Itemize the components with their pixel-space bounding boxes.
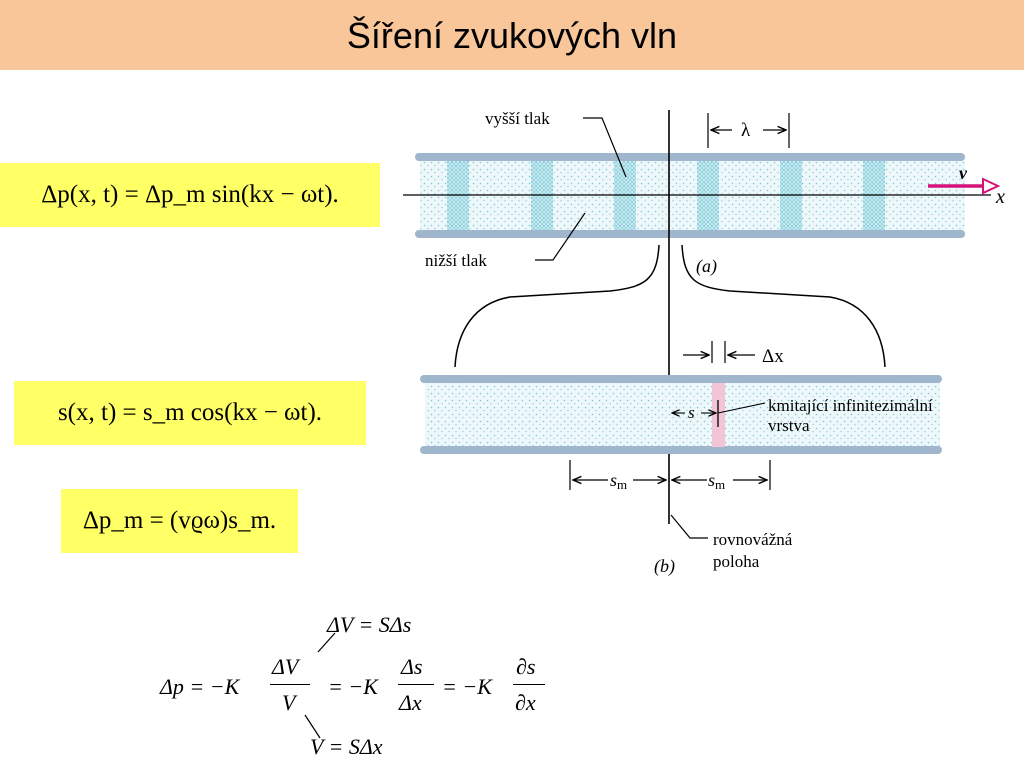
fraction3-bar: [513, 684, 545, 685]
panel-b-label: (b): [654, 556, 675, 577]
pressure-wave-equation: Δp(x, t) = Δp_m sin(kx − ωt).: [0, 163, 380, 227]
tube-wall-bottom: [415, 230, 965, 238]
tube-panel-b: [420, 375, 942, 454]
compression-band: [780, 160, 802, 233]
tube-wall-top: [415, 153, 965, 161]
compression-band: [447, 160, 469, 233]
compression-band: [697, 160, 719, 233]
amplitude-label-left: sm: [610, 470, 627, 492]
fraction2-numerator: Δs: [401, 654, 423, 679]
connector-line-bottom: [304, 714, 321, 739]
velocity-arrowhead: [982, 177, 1001, 195]
compression-band: [531, 160, 553, 233]
derivation-lhs: Δp = −K: [160, 674, 240, 699]
zoom-bracket-left: [454, 244, 660, 368]
title-bar: [0, 0, 1024, 70]
panel-a-label: (a): [696, 256, 717, 277]
zoom-bracket-right: [681, 244, 886, 368]
fraction1-bar: [270, 684, 310, 685]
derivation-eq2: = −K: [328, 674, 378, 699]
wavelength-label: λ: [741, 120, 751, 141]
higher-pressure-label: vyšší tlak: [485, 109, 550, 128]
oscillating-layer-label-line1: kmitající infinitezimální: [768, 396, 933, 415]
equilibrium-label-line1: rovnovážná: [713, 530, 793, 549]
page-title: Šíření zvukových vln: [346, 15, 678, 56]
volume-change-equation: ΔV = SΔs: [327, 612, 412, 637]
tube-panel-a: [415, 153, 965, 238]
velocity-label: v: [959, 163, 968, 183]
lower-pressure-label: nižší tlak: [425, 251, 487, 270]
displacement-label: s: [688, 403, 695, 422]
derivation-eq3: = −K: [442, 674, 492, 699]
derivation-block: ΔV = SΔs Δp = −K ΔV V = −K Δs Δx = −K ∂s…: [150, 600, 570, 765]
displacement-wave-equation: s(x, t) = s_m cos(kx − ωt).: [14, 381, 366, 445]
sound-wave-figure: x v λ vyšší tlak nižší tlak (a) Δx s kmi…: [403, 109, 1005, 577]
delta-x-label: Δx: [762, 346, 784, 367]
fraction1-denominator: V: [282, 690, 296, 715]
amplitude-label-right: sm: [708, 470, 725, 492]
oscillating-layer-label-line2: vrstva: [768, 416, 810, 435]
fraction1-numerator: ΔV: [272, 654, 299, 679]
compression-band: [614, 160, 636, 233]
equilibrium-label-line2: poloha: [713, 552, 760, 571]
fraction2-denominator: Δx: [399, 690, 422, 715]
x-axis-label: x: [995, 186, 1005, 208]
fraction3-denominator: ∂x: [515, 690, 536, 715]
fraction3-numerator: ∂s: [516, 654, 536, 679]
amplitude-relation-equation: Δp_m = (vϱω)s_m.: [61, 489, 298, 553]
compression-band: [863, 160, 885, 233]
connector-line-top: [317, 632, 336, 653]
tube-wall-top: [420, 375, 942, 383]
tube-wall-bottom: [420, 446, 942, 454]
volume-equation: V = SΔx: [310, 734, 383, 759]
fraction2-bar: [398, 684, 434, 685]
